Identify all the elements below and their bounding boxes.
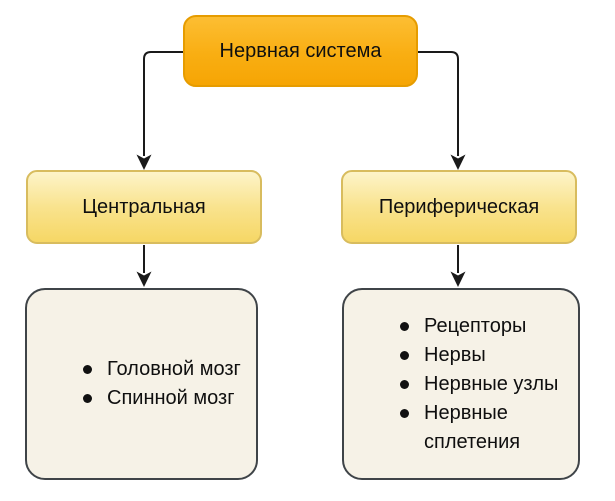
root-node-nervous-system: Нервная система	[183, 15, 418, 87]
bullet-icon	[83, 365, 92, 374]
branch-node-peripheral: Периферическая	[341, 170, 577, 244]
branch-node-central-label: Центральная	[82, 196, 206, 218]
connector-root-to-peripheral	[418, 51, 459, 156]
bullet-icon	[83, 394, 92, 403]
connector-root-to-central	[143, 51, 183, 156]
arrowhead-peripheral-list	[450, 271, 466, 287]
list-item: Головной мозг	[83, 355, 242, 384]
list-item-label: Нервные узлы	[424, 372, 559, 395]
list-node-central: Головной мозг Спинной мозг	[25, 288, 258, 480]
bullet-icon	[400, 350, 409, 360]
list-item-label: Спинной мозг	[107, 387, 235, 409]
list-node-peripheral: Рецепторы Нервы Нервные узлы Нервные спл…	[342, 288, 580, 480]
list-item: Нервные сплетения	[400, 399, 564, 457]
arrowhead-central	[136, 154, 152, 170]
list-item: Спинной мозг	[83, 384, 242, 413]
branch-node-peripheral-label: Периферическая	[378, 196, 540, 218]
list-item-label: Рецепторы	[424, 314, 527, 337]
list-item-label: Головной мозг	[107, 358, 241, 380]
central-items-list: Головной мозг Спинной мозг	[27, 355, 256, 413]
arrowhead-peripheral	[450, 154, 466, 170]
arrowhead-central-list	[136, 271, 152, 287]
root-node-label: Нервная система	[219, 40, 382, 62]
list-item-label: Нервы	[424, 343, 486, 366]
bullet-icon	[400, 321, 409, 331]
branch-node-central: Центральная	[26, 170, 262, 244]
bullet-icon	[400, 379, 409, 389]
list-item: Рецепторы	[400, 312, 564, 341]
bullet-icon	[400, 408, 409, 418]
list-item: Нервные узлы	[400, 370, 564, 399]
list-item-label: Нервные сплетения	[424, 401, 521, 453]
peripheral-items-list: Рецепторы Нервы Нервные узлы Нервные спл…	[344, 312, 578, 457]
list-item: Нервы	[400, 341, 564, 370]
